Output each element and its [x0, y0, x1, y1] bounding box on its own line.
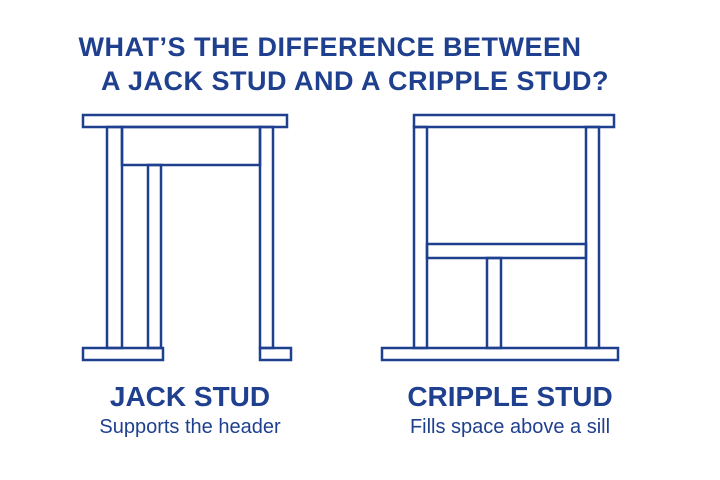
diagram-title: WHAT’S THE DIFFERENCE BETWEEN A JACK STU… [0, 30, 720, 98]
cripple-right-stud [584, 125, 601, 350]
cripple-stud-frame [380, 113, 620, 362]
cripple-top-plate [412, 113, 616, 129]
cripple-stud-name: CRIPPLE STUD [407, 381, 613, 412]
title-line-2: A JACK STUD AND A CRIPPLE STUD? [100, 66, 609, 96]
jack-top-plate [81, 113, 289, 129]
jack-stud-description: Supports the header [99, 416, 281, 438]
jack-stud-caption: JACK STUD Supports the header [60, 380, 320, 440]
title-line-1: WHAT’S THE DIFFERENCE BETWEEN [78, 32, 582, 62]
jack-header [120, 125, 262, 167]
jack-stud-name: JACK STUD [109, 381, 271, 412]
cripple-stud [485, 256, 503, 350]
cripple-sill [425, 242, 588, 260]
cripple-bottom-plate [380, 346, 620, 362]
cripple-left-stud [412, 125, 429, 350]
jack-left-king-stud [105, 125, 124, 350]
jack-right-king-stud [258, 125, 275, 350]
jack-bottom-plate-left [81, 346, 165, 362]
cripple-stud-description: Fills space above a sill [409, 416, 611, 438]
jack-stud-frame [81, 113, 293, 362]
jack-bottom-plate-right [258, 346, 293, 362]
jack-stud [146, 163, 163, 350]
cripple-stud-caption: CRIPPLE STUD Fills space above a sill [370, 380, 650, 440]
